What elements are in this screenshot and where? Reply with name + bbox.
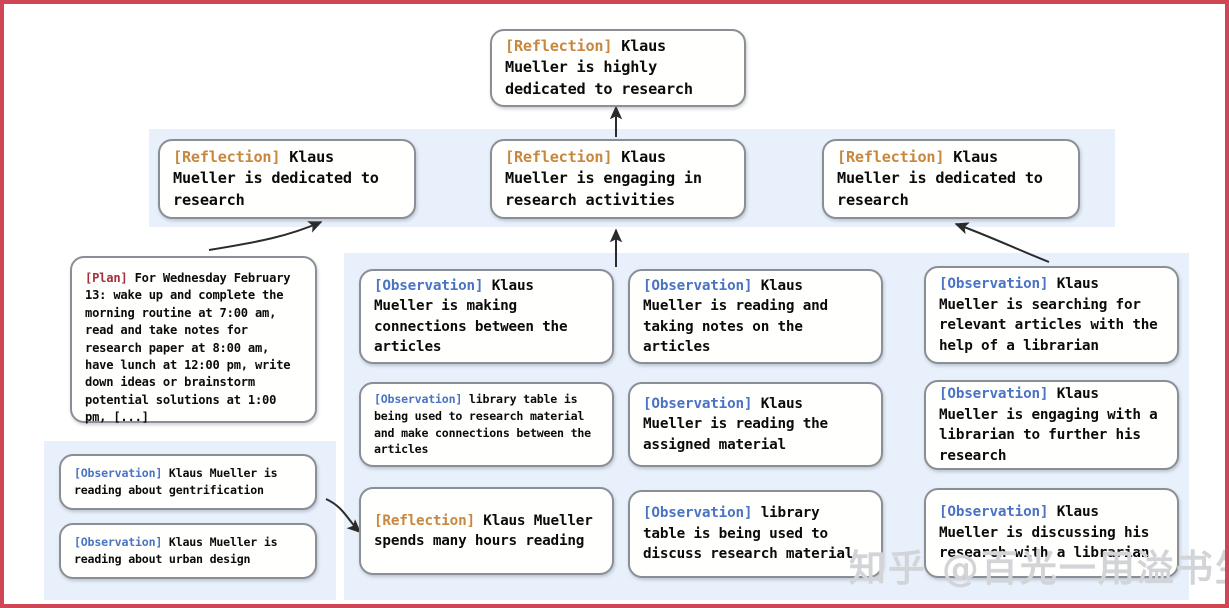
node-root-reflection[interactable]: [Reflection] Klaus Mueller is highly ded… [490, 29, 746, 107]
node-level2-right[interactable]: [Reflection] Klaus Mueller is dedicated … [822, 139, 1080, 219]
node-column2-item-1[interactable]: [Observation] Klaus Mueller is reading a… [628, 269, 883, 364]
node-text: Klaus Mueller is engaging with a librari… [939, 386, 1158, 464]
node-text: Klaus Mueller is searching for relevant … [939, 276, 1158, 354]
node-text: Klaus Mueller is making connections betw… [374, 277, 568, 356]
node-column3-item-3[interactable]: [Observation] Klaus Mueller is discussin… [924, 488, 1179, 578]
node-column1-item-3[interactable]: [Reflection] Klaus Mueller spends many h… [359, 487, 614, 575]
node-text: For Wednesday February 13: wake up and c… [85, 271, 291, 425]
node-tag: [Observation] [643, 395, 753, 412]
node-text: Klaus Mueller is dedicated to research [173, 147, 379, 209]
node-text: Klaus Mueller spends many hours reading [374, 512, 593, 550]
node-tag: [Observation] [939, 386, 1049, 402]
node-level2-middle[interactable]: [Reflection] Klaus Mueller is engaging i… [490, 139, 746, 219]
node-column2-item-2[interactable]: [Observation] Klaus Mueller is reading t… [628, 382, 883, 467]
node-column3-item-1[interactable]: [Observation] Klaus Mueller is searching… [924, 266, 1179, 364]
node-tag: [Reflection] [837, 147, 945, 166]
watermark: 知乎 @百光一用溢书生 [849, 547, 1229, 590]
node-text: Klaus Mueller is reading about gentrific… [74, 466, 278, 497]
node-bottomleft-observation-1[interactable]: [Observation] Klaus Mueller is reading a… [59, 454, 317, 510]
node-text: Klaus Mueller is reading about urban des… [74, 535, 278, 566]
node-tag: [Observation] [643, 505, 753, 522]
node-tag: [Plan] [85, 271, 128, 285]
node-tag: [Observation] [74, 535, 163, 550]
node-text: Klaus Mueller is dedicated to research [837, 147, 1043, 209]
node-tag: [Observation] [74, 466, 163, 481]
node-column2-item-3[interactable]: [Observation] library table is being use… [628, 490, 883, 578]
node-bottomleft-observation-2[interactable]: [Observation] Klaus Mueller is reading a… [59, 523, 317, 579]
node-tag: [Observation] [939, 276, 1049, 292]
node-text: Klaus Mueller is reading and taking note… [643, 277, 828, 356]
node-column3-item-2[interactable]: [Observation] Klaus Mueller is engaging … [924, 380, 1179, 470]
node-plan[interactable]: [Plan] For Wednesday February 13: wake u… [70, 256, 317, 425]
node-tag: [Reflection] [505, 147, 613, 166]
node-tag: [Reflection] [374, 512, 475, 529]
node-level2-left[interactable]: [Reflection] Klaus Mueller is dedicated … [158, 139, 416, 219]
node-column1-item-2[interactable]: [Observation] library table is being use… [359, 382, 614, 467]
node-text: library table is being used to research … [374, 392, 591, 457]
node-tag: [Reflection] [505, 36, 613, 55]
node-tag: [Observation] [374, 392, 463, 407]
node-tag: [Observation] [374, 277, 484, 294]
node-text: Klaus Mueller is reading the assigned ma… [643, 395, 828, 453]
node-text: Klaus Mueller is highly dedicated to res… [505, 36, 693, 98]
node-text: Klaus Mueller is engaging in research ac… [505, 147, 702, 209]
node-tag: [Observation] [643, 277, 753, 294]
node-text: library table is being used to discuss r… [643, 505, 854, 563]
node-column1-item-1[interactable]: [Observation] Klaus Mueller is making co… [359, 269, 614, 364]
node-tag: [Reflection] [173, 147, 281, 166]
node-text: Klaus Mueller is discussing his research… [939, 504, 1150, 562]
node-tag: [Observation] [939, 504, 1049, 521]
